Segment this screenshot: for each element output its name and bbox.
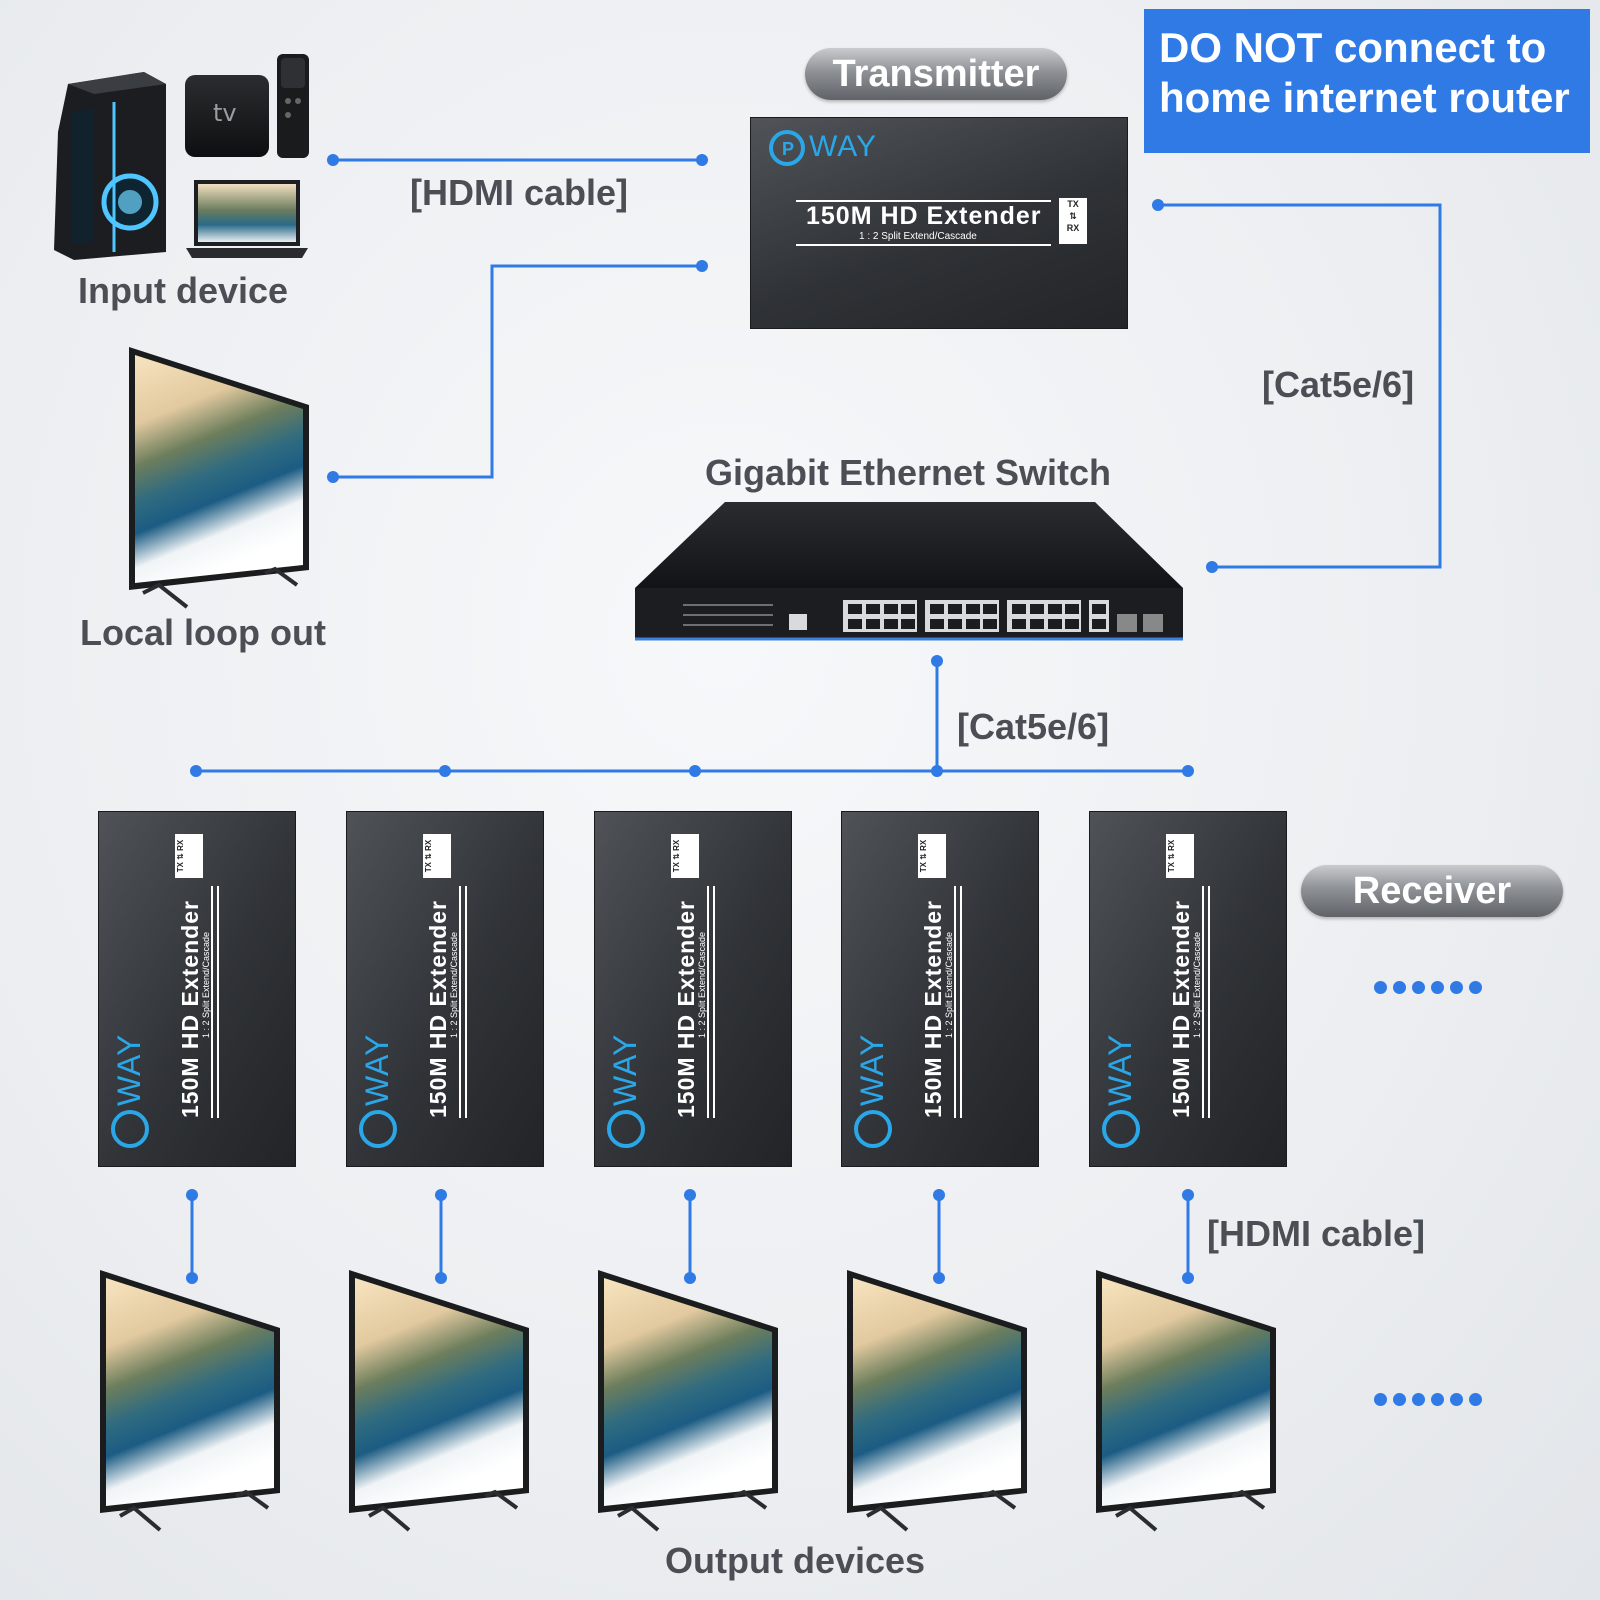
receiver-device: WAY 150M HD Extender 1 : 2 Split Extend/… [1089,811,1287,1167]
divider-top [796,200,1051,202]
product-name: 150M HD Extender [806,202,1042,230]
tx-text: TX [1167,862,1176,873]
product-subtitle: 1 : 2 Split Extend/Cascade [449,931,459,1038]
product-subtitle: 1 : 2 Split Extend/Cascade [697,931,707,1038]
brand-name: WAY [809,130,877,163]
cat-label-right: [Cat5e/6] [1262,364,1415,405]
warning-line1: DO NOT connect to [1159,24,1547,71]
product-subtitle: 1 : 2 Split Extend/Cascade [859,231,977,242]
divider-bottom [796,244,1051,246]
receiver-more-dots [1374,981,1488,999]
switch-label: Gigabit Ethernet Switch [705,452,1112,493]
txrx-badge: TX ⇅ RX [1059,198,1087,244]
brand-name: WAY [111,1033,147,1106]
local-loop-tv [125,345,310,615]
pc-tower-icon [54,72,166,260]
txrx-badge: TX ⇅ RX [671,834,699,878]
tx-text: TX [424,862,433,873]
tv-box-icon: tv [185,75,269,157]
rx-text: RX [919,839,928,851]
output-tv-icon [100,1270,280,1532]
brand-logo-icon [1102,1110,1140,1148]
tx-text: TX [672,862,681,873]
product-subtitle: 1 : 2 Split Extend/Cascade [1192,931,1202,1038]
txrx-badge: TX ⇅ RX [175,834,203,878]
warning-line2: home internet router [1159,74,1570,121]
tx-text: TX [919,862,928,873]
brand-logo-icon [854,1110,892,1148]
product-name: 150M HD Extender [425,900,451,1118]
receiver-device: WAY 150M HD Extender 1 : 2 Split Extend/… [98,811,296,1167]
product-name: 150M HD Extender [1168,900,1194,1118]
tv-box-text: tv [213,99,237,127]
transmitter-device: P WAY 150M HD Extender 1 : 2 Split Exten… [750,117,1128,329]
product-name: 150M HD Extender [920,900,946,1118]
brand-name: WAY [607,1033,643,1106]
tv-icon [129,347,309,609]
brand-logo-icon: P [769,130,805,166]
remote-icon [277,54,309,158]
brand-logo-icon [111,1110,149,1148]
brand-name: WAY [854,1033,890,1106]
input-device-label: Input device [78,270,289,311]
hdmi-cable-label-bottom: [HDMI cable] [1207,1213,1426,1254]
txrx-badge: TX ⇅ RX [918,834,946,878]
transmitter-pill: Transmitter [805,48,1067,100]
output-tv-icon [349,1270,529,1532]
rx-text: RX [1066,223,1080,233]
output-tv-icon [598,1270,778,1532]
txrx-badge: TX ⇅ RX [423,834,451,878]
brand-name: WAY [359,1033,395,1106]
brand-name: WAY [1102,1033,1138,1106]
brand-logo-icon [607,1110,645,1148]
product-subtitle: 1 : 2 Split Extend/Cascade [944,931,954,1038]
output-devices-label: Output devices [665,1540,926,1581]
rx-text: RX [176,839,185,851]
rx-text: RX [424,839,433,851]
rx-text: RX [1167,839,1176,851]
output-tv-icon [847,1270,1027,1532]
cat-label-mid: [Cat5e/6] [957,706,1110,747]
warning-box: DO NOT connect to home internet router [1144,9,1590,153]
laptop-icon [186,180,308,258]
gigabit-switch-icon [635,502,1183,641]
txrx-badge: TX ⇅ RX [1166,834,1194,878]
hdmi-cable-label-top: [HDMI cable] [410,172,629,213]
arrows-icon: ⇅ [1069,211,1077,221]
rx-text: RX [672,839,681,851]
receiver-device: WAY 150M HD Extender 1 : 2 Split Extend/… [841,811,1039,1167]
output-more-dots [1374,1393,1488,1411]
product-subtitle: 1 : 2 Split Extend/Cascade [201,931,211,1038]
product-name: 150M HD Extender [177,900,203,1118]
receiver-device: WAY 150M HD Extender 1 : 2 Split Extend/… [346,811,544,1167]
tx-text: TX [1067,199,1079,209]
brand-logo-icon [359,1110,397,1148]
output-tv-icon [1096,1270,1276,1532]
product-name: 150M HD Extender [673,900,699,1118]
receiver-pill: Receiver [1301,865,1563,917]
local-loop-label: Local loop out [80,612,326,653]
receiver-device: WAY 150M HD Extender 1 : 2 Split Extend/… [594,811,792,1167]
tx-text: TX [176,862,185,873]
